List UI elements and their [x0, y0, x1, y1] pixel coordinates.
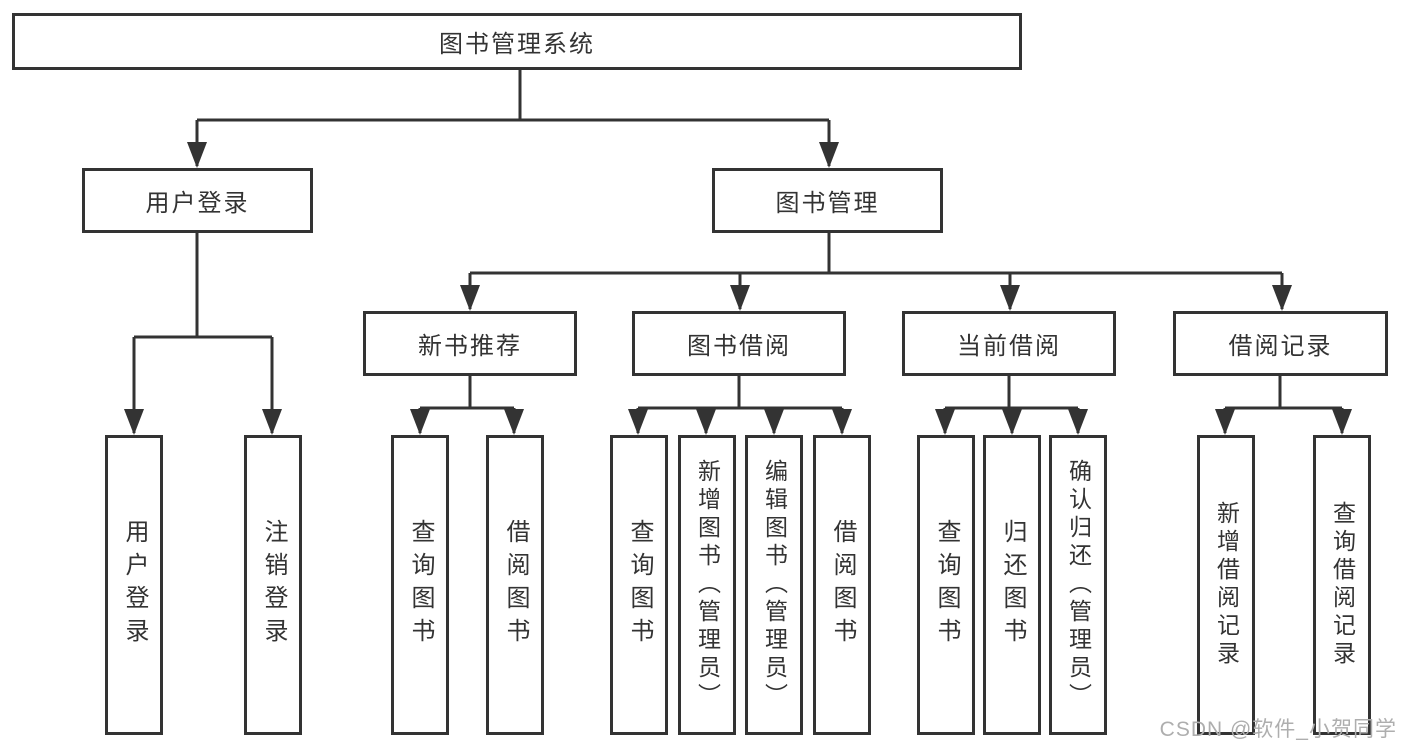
node-label: 确认归还（管理员）: [1065, 459, 1092, 711]
arrow-down-icon: [1272, 285, 1292, 311]
node-label: 借阅图书: [502, 519, 529, 651]
arrow-down-icon: [764, 409, 784, 435]
leaf-edit-book-admin: 编辑图书（管理员）: [745, 435, 803, 735]
node-label: 新书推荐: [418, 333, 522, 360]
node-label: 查询借阅记录: [1329, 501, 1356, 669]
leaf-return-book: 归还图书: [983, 435, 1041, 735]
arrow-down-icon: [1215, 409, 1235, 435]
arrow-down-icon: [504, 409, 524, 435]
arrow-down-icon: [1332, 409, 1352, 435]
arrow-down-icon: [819, 142, 839, 168]
leaf-query-book-2: 查询图书: [610, 435, 668, 735]
node-label: 用户登录: [145, 190, 250, 217]
leaf-query-book-3: 查询图书: [917, 435, 975, 735]
node-user-login: 用户登录: [82, 168, 313, 233]
connector-book-borrow-group: [636, 376, 844, 433]
arrow-down-icon: [1002, 409, 1022, 435]
connector-borrow-record-group: [1223, 376, 1344, 433]
node-label: 归还图书: [999, 519, 1026, 651]
node-label: 用户登录: [121, 519, 148, 651]
node-label: 图书借阅: [687, 333, 791, 360]
node-label: 查询图书: [626, 519, 653, 651]
arrow-down-icon: [1068, 409, 1088, 435]
leaf-query-book-1: 查询图书: [391, 435, 449, 735]
connector-root-to-level2: [195, 70, 831, 166]
node-library-management-system: 图书管理系统: [12, 13, 1022, 70]
node-current-borrow: 当前借阅: [902, 311, 1116, 376]
connector-new-book-group: [418, 376, 516, 433]
leaf-borrow-book-1: 借阅图书: [486, 435, 544, 735]
leaf-borrow-book-2: 借阅图书: [813, 435, 871, 735]
node-label: 借阅图书: [829, 519, 856, 651]
node-label: 注销登录: [260, 519, 287, 651]
leaf-confirm-return-admin: 确认归还（管理员）: [1049, 435, 1107, 735]
node-label: 新增图书（管理员）: [694, 459, 721, 711]
arrow-down-icon: [628, 409, 648, 435]
node-label: 当前借阅: [957, 333, 1061, 360]
node-label: 图书管理: [775, 190, 880, 217]
connector-book-management-to-level3: [468, 233, 1284, 309]
node-label: 查询图书: [933, 519, 960, 651]
node-label: 查询图书: [407, 519, 434, 651]
arrow-down-icon: [696, 409, 716, 435]
arrow-down-icon: [124, 409, 144, 435]
leaf-user-login: 用户登录: [105, 435, 163, 735]
leaf-add-book-admin: 新增图书（管理员）: [678, 435, 736, 735]
arrow-down-icon: [187, 142, 207, 168]
arrowheads: [124, 142, 1352, 435]
arrow-down-icon: [1000, 285, 1020, 311]
node-label: 借阅记录: [1228, 333, 1333, 360]
arrow-down-icon: [730, 285, 750, 311]
leaf-query-borrow-record: 查询借阅记录: [1313, 435, 1371, 735]
arrow-down-icon: [460, 285, 480, 311]
node-borrow-record: 借阅记录: [1173, 311, 1388, 376]
node-book-borrow: 图书借阅: [632, 311, 846, 376]
node-book-management: 图书管理: [712, 168, 943, 233]
arrow-down-icon: [832, 409, 852, 435]
arrow-down-icon: [935, 409, 955, 435]
node-label: 图书管理系统: [439, 31, 595, 58]
arrow-down-icon: [410, 409, 430, 435]
node-new-book-recommend: 新书推荐: [363, 311, 577, 376]
node-label: 编辑图书（管理员）: [761, 459, 788, 711]
arrow-down-icon: [262, 409, 282, 435]
leaf-add-borrow-record: 新增借阅记录: [1197, 435, 1255, 735]
node-label: 新增借阅记录: [1213, 501, 1240, 669]
connector-user-login-to-children: [132, 233, 274, 433]
csdn-watermark: CSDN @软件_小贺同学: [1159, 718, 1397, 741]
leaf-logout: 注销登录: [244, 435, 302, 735]
